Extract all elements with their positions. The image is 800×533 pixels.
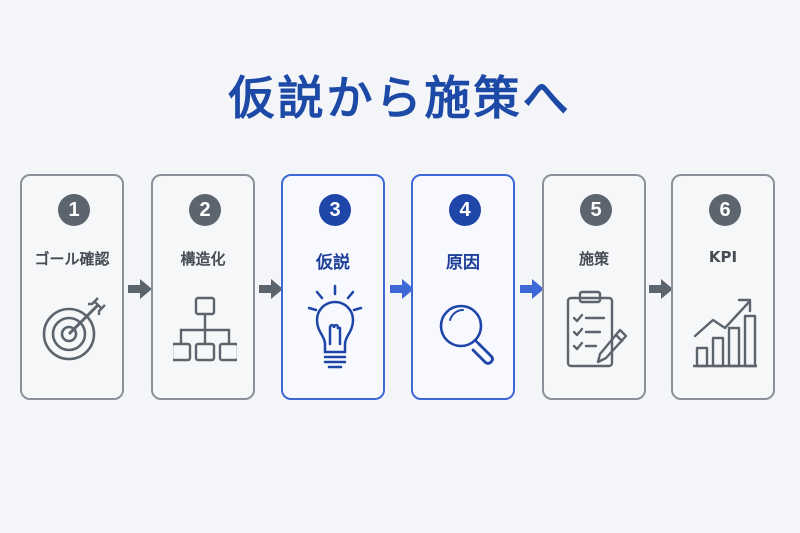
step-card-goal: 1 ゴール確認 (20, 174, 124, 400)
step-card-structure: 2 構造化 (151, 174, 255, 400)
step-card-measures: 5 施策 (542, 174, 646, 400)
step-label: 原因 (446, 253, 480, 273)
step-card-kpi: 6 KPI (671, 174, 775, 400)
step-label: KPI (708, 248, 738, 266)
step-label: 構造化 (180, 250, 226, 268)
arrow-right-icon (520, 279, 544, 299)
step-label: 仮説 (316, 253, 350, 273)
arrow-right-icon (259, 279, 283, 299)
lightbulb-icon (307, 284, 363, 369)
target-icon (42, 297, 106, 361)
step-number: 1 (58, 194, 90, 226)
step-number: 3 (319, 194, 351, 226)
step-number: 2 (189, 194, 221, 226)
step-number: 5 (580, 194, 612, 226)
arrow-right-icon (128, 279, 152, 299)
hierarchy-icon (173, 296, 237, 362)
page-title: 仮説から施策へ (228, 71, 572, 125)
step-card-cause: 4 原因 (411, 174, 515, 400)
growth-chart-icon (693, 298, 757, 368)
step-number: 4 (449, 194, 481, 226)
step-label: 施策 (578, 250, 609, 268)
arrow-right-icon (390, 279, 414, 299)
step-label: ゴール確認 (34, 250, 110, 268)
magnifier-icon (439, 304, 494, 365)
clipboard-checklist-icon (566, 290, 628, 368)
step-number: 6 (709, 194, 741, 226)
arrow-right-icon (649, 279, 673, 299)
step-card-hypothesis: 3 仮説 (281, 174, 385, 400)
